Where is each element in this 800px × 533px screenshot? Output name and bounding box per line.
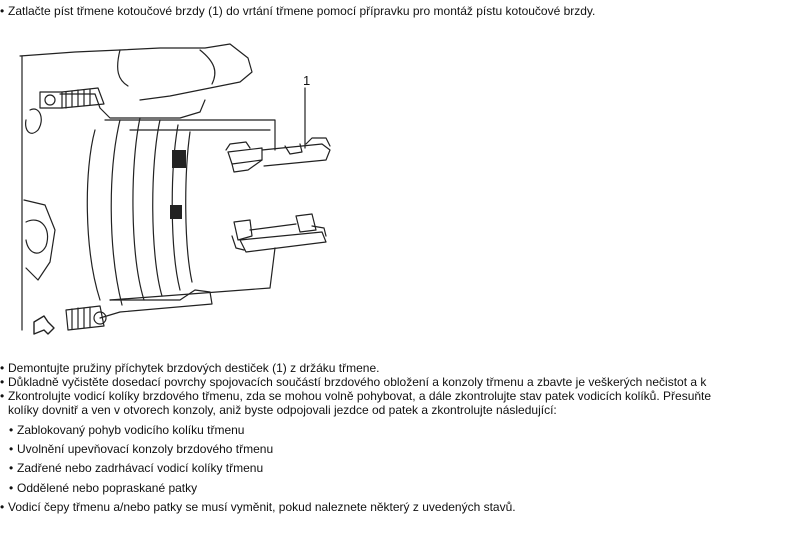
intro-step: •Zatlačte píst třmene kotoučové brzdy (1…: [0, 4, 595, 19]
leader-lower: [109, 247, 276, 301]
direction-arrow-icon: [33, 315, 55, 335]
bolt-head-upper: [44, 94, 56, 106]
step-item: •Zkontrolujte vodicí kolíky brzdového tř…: [0, 389, 712, 403]
final-step: •Vodicí čepy třmenu a/nebo patky se musí…: [0, 500, 516, 514]
callout-number: 1: [303, 73, 310, 88]
bracket-upper-arm: [59, 93, 206, 119]
lower-pad-spring-clip: [231, 213, 327, 253]
disc-edge-outer: [86, 129, 101, 301]
mounting-outline: [19, 43, 253, 101]
bullet: •: [0, 4, 5, 18]
leader-upper: [104, 119, 276, 151]
upper-pad-spring-clip: [225, 137, 331, 173]
knuckle-outline: [23, 199, 56, 281]
brake-caliper-illustration: 1: [19, 43, 331, 335]
check-item: •Zablokovaný pohyb vodicího kolíku třmen…: [9, 423, 245, 437]
intro-step-text: Zatlačte píst třmene kotoučové brzdy (1)…: [8, 4, 596, 18]
step-item: •Důkladně vyčistěte dosedací povrchy spo…: [0, 375, 707, 389]
bolt-lower: [65, 305, 105, 331]
check-item: •Zadřené nebo zadrhávací vodicí kolíky t…: [9, 461, 264, 475]
disc-edge-inner: [185, 131, 193, 283]
check-item: •Uvolnění upevňovací konzoly brzdového t…: [9, 442, 274, 456]
step-item: •Demontujte pružiny příchytek brzdových …: [0, 361, 380, 375]
disc-hub-shadow: [172, 150, 186, 168]
step-continuation: kolíky dovnitř a ven v otvorech konzoly,…: [8, 403, 557, 417]
check-item: •Oddělené nebo popraskané patky: [9, 481, 198, 495]
